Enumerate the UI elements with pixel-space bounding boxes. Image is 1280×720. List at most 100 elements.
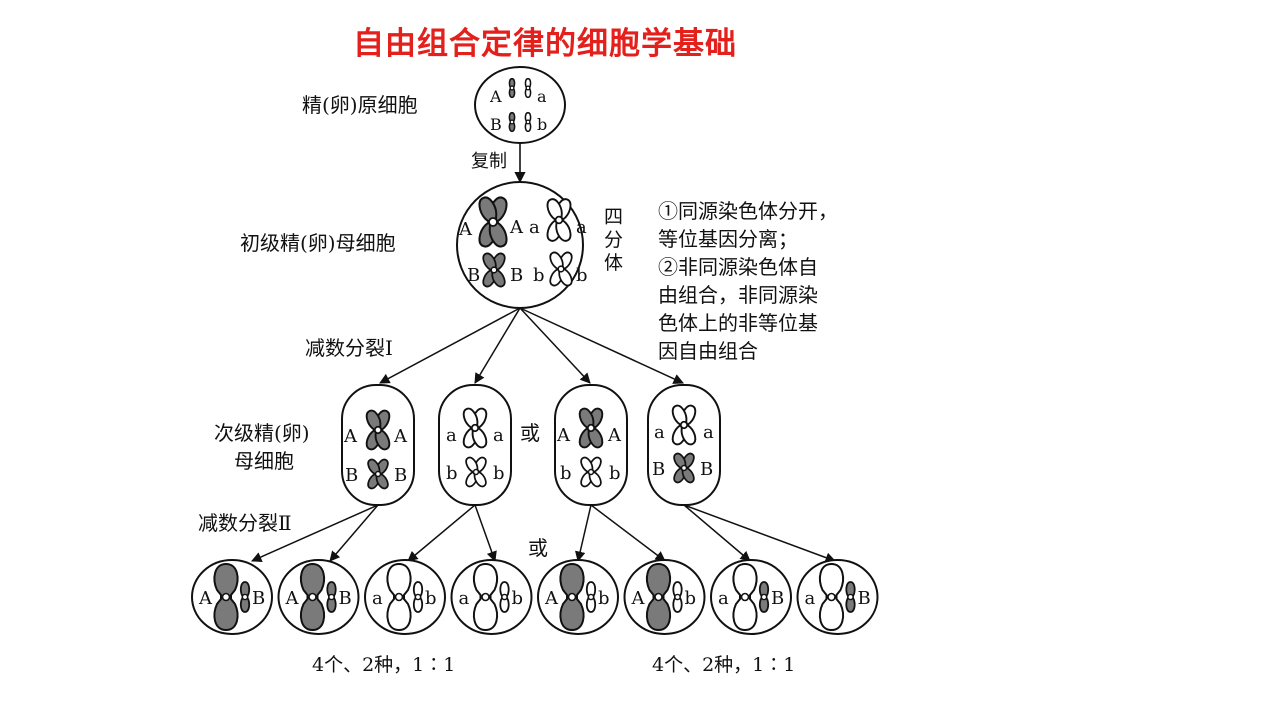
explanation-note: ①同源染色体分开， 等位基因分离； ②非同源染色体自 由组合，非同源染 色体上的… <box>658 199 838 363</box>
label-tetrad-char: 四 <box>604 206 623 228</box>
label-replication: 复制 <box>471 151 507 172</box>
arrow <box>519 307 591 384</box>
gene-label-b: b <box>446 463 458 484</box>
gene-label-A: A <box>544 588 559 609</box>
secondary-cell-4: a a B B <box>647 384 721 506</box>
gene-label-A: A <box>509 217 524 238</box>
secondary-cell-3: A A b b <box>554 384 628 506</box>
label-or: 或 <box>520 421 540 445</box>
chromosome-B-unduplicated <box>508 111 516 133</box>
arrow <box>575 504 592 563</box>
gene-label-A: A <box>458 219 473 240</box>
arrow <box>407 504 476 562</box>
note-line: ①同源染色体分开， <box>658 199 838 223</box>
chromosome-BB <box>671 450 697 486</box>
label-primary-cell: 初级精(卵)母细胞 <box>240 231 396 255</box>
note-line: 等位基因分离； <box>658 227 798 251</box>
secondary-cell-2: a a b b <box>438 384 512 506</box>
arrow <box>683 504 836 563</box>
gene-label-a: a <box>805 588 816 609</box>
note-line: 因自由组合 <box>658 339 758 363</box>
gene-label-a: a <box>576 217 587 238</box>
gene-label-A: A <box>489 87 502 106</box>
gene-label-B: B <box>345 465 358 486</box>
chromosome-B <box>758 581 770 613</box>
chromosome-a <box>472 563 499 631</box>
result-label-right: 4个、2种，1∶1 <box>652 654 795 676</box>
arrow <box>251 504 379 562</box>
gene-label-A: A <box>393 426 408 447</box>
gene-label-A: A <box>607 425 622 446</box>
chromosome-bb <box>578 454 604 490</box>
chromosome-A <box>645 563 672 631</box>
gene-label-b: b <box>598 588 610 609</box>
chromosome-a <box>818 563 845 631</box>
note-line: 色体上的非等位基 <box>658 311 818 335</box>
gene-label-B: B <box>339 588 352 609</box>
chromosome-b <box>672 581 683 613</box>
chromosome-A-unduplicated <box>508 77 516 99</box>
label-meiosis-1: 减数分裂Ⅰ <box>305 336 393 360</box>
primary-cell: A A a a B B b b <box>456 181 588 309</box>
label-tetrad-char: 体 <box>604 252 623 274</box>
chromosome-a-tetrad <box>543 196 575 244</box>
gene-label-b: b <box>685 588 697 609</box>
arrow <box>329 504 379 562</box>
label-secondary-line: 次级精(卵) <box>214 421 310 445</box>
gene-label-a: a <box>703 422 714 443</box>
gene-label-A: A <box>343 426 358 447</box>
gene-label-a: a <box>718 588 729 609</box>
note-line: 由组合，非同源染 <box>658 283 818 307</box>
chromosome-b <box>585 581 597 613</box>
label-tetrad: 四 分 体 <box>604 206 623 274</box>
gene-label-B: B <box>490 115 502 134</box>
gene-label-B: B <box>652 459 665 480</box>
chromosome-AA <box>576 405 606 451</box>
chromosome-A <box>299 563 326 631</box>
gene-label-b: b <box>576 265 588 286</box>
gene-label-A: A <box>631 588 646 609</box>
page-title: 自由组合定律的细胞学基础 <box>353 26 737 62</box>
chromosome-B <box>239 581 251 613</box>
gene-label-B: B <box>467 265 480 286</box>
gene-label-a: a <box>537 87 547 106</box>
result-label-left: 4个、2种，1∶1 <box>312 654 455 676</box>
arrow <box>683 504 751 562</box>
gene-label-b: b <box>425 588 437 609</box>
chromosome-b <box>412 581 424 613</box>
chromosome-A <box>559 563 585 631</box>
chromosome-a-unduplicated <box>524 77 532 99</box>
chromosome-A <box>213 563 239 631</box>
label-or: 或 <box>528 536 548 560</box>
gene-label-b: b <box>537 115 547 134</box>
gene-label-b: b <box>493 463 505 484</box>
chromosome-a <box>386 563 412 631</box>
chromosome-B-tetrad <box>480 250 508 290</box>
chromosome-aa <box>460 405 490 451</box>
gene-label-A: A <box>285 588 300 609</box>
gene-label-a: a <box>459 588 470 609</box>
secondary-cell-1: A A B B <box>341 384 415 506</box>
chromosome-bb <box>463 454 489 490</box>
gene-label-a: a <box>372 588 383 609</box>
arrow <box>379 307 521 384</box>
label-meiosis-2: 减数分裂Ⅱ <box>198 511 292 535</box>
gene-label-B: B <box>394 465 407 486</box>
gene-label-A: A <box>556 425 571 446</box>
gene-label-b: b <box>533 265 545 286</box>
arrow <box>474 504 497 562</box>
arrow <box>474 307 521 384</box>
chromosome-B <box>845 581 856 613</box>
label-secondary-line: 母细胞 <box>234 449 294 473</box>
label-spermatogonium: 精(卵)原细胞 <box>302 93 418 117</box>
gene-label-B: B <box>858 588 871 609</box>
chromosome-a <box>732 563 758 631</box>
label-tetrad-char: 分 <box>604 229 623 251</box>
gene-label-a: a <box>446 425 457 446</box>
chromosome-b-tetrad <box>547 249 575 289</box>
